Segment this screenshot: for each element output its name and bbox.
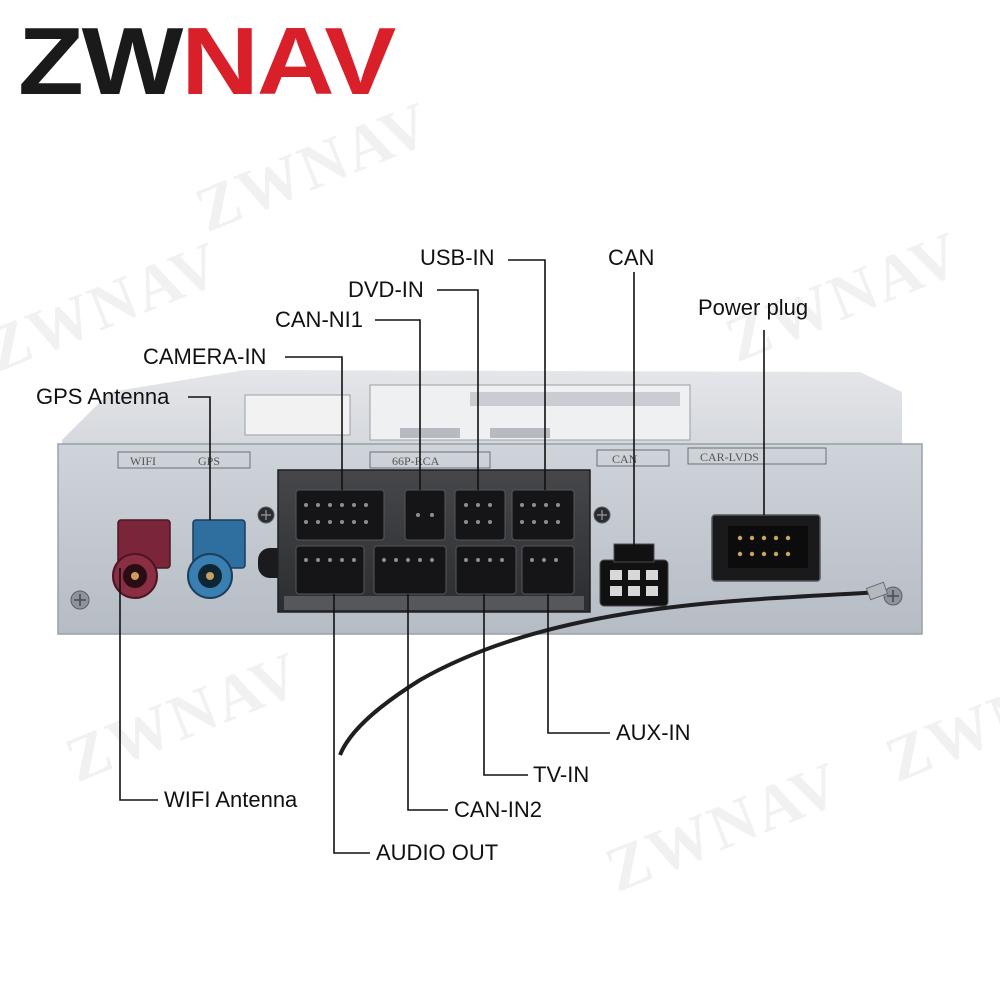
usb-in-leader: [508, 259, 546, 490]
gps-panel-label: GPS: [198, 454, 220, 468]
aux-in-leader: [547, 594, 610, 734]
gps-antenna-label: GPS Antenna: [36, 384, 170, 409]
can-in2-label: CAN-IN2: [454, 797, 543, 822]
can-label: CAN: [608, 245, 655, 270]
audio-out-leader: [333, 594, 370, 854]
aux-in-connector: [521, 545, 575, 595]
sticker-band: [400, 428, 460, 438]
can-in2-leader: [407, 594, 448, 811]
tv-in-connector: [455, 545, 517, 595]
audio-out-label: AUDIO OUT: [376, 840, 499, 865]
gps-antenna-leader: [188, 396, 211, 520]
leader-lines: [119, 259, 765, 854]
rca-panel-label: 66P-RCA: [392, 454, 440, 468]
sticker-band: [470, 392, 680, 406]
can-ni1-label: CAN-NI1: [275, 307, 364, 332]
wifi-gps-label-box: [117, 451, 251, 469]
aux-in-label: AUX-IN: [616, 720, 691, 745]
dvd-in-connector: [454, 489, 506, 541]
sticker-band: [490, 428, 550, 438]
can-ni1-leader: [375, 319, 421, 490]
wifi-antenna-leader: [119, 568, 158, 801]
can-in2-connector: [373, 545, 447, 595]
can-label-box: [596, 449, 670, 467]
lvds-label-box: [687, 447, 827, 465]
camera-in-connector: [295, 489, 385, 541]
lvds-panel-label: CAR-LVDS: [700, 450, 759, 464]
can-ni1-connector: [404, 489, 446, 541]
usb-in-label: USB-IN: [420, 245, 495, 270]
audio-out-connector: [295, 545, 365, 595]
tv-in-leader: [483, 594, 528, 776]
tv-in-label: TV-IN: [533, 762, 590, 787]
dvd-in-leader: [437, 289, 479, 490]
wifi-antenna-label: WIFI Antenna: [164, 787, 298, 812]
ground-wire: [338, 590, 881, 756]
sticker-left: [244, 394, 351, 436]
dvd-in-label: DVD-IN: [348, 277, 424, 302]
usb-in-connector: [511, 489, 575, 541]
wifi-panel-label: WIFI: [130, 454, 156, 468]
power-plug-label: Power plug: [698, 295, 809, 320]
camera-in-label: CAMERA-IN: [143, 344, 267, 369]
camera-in-leader: [285, 356, 343, 490]
can-connector: [599, 559, 669, 607]
can-panel-label: CAN: [612, 452, 638, 466]
rca-label-box: [369, 451, 491, 469]
